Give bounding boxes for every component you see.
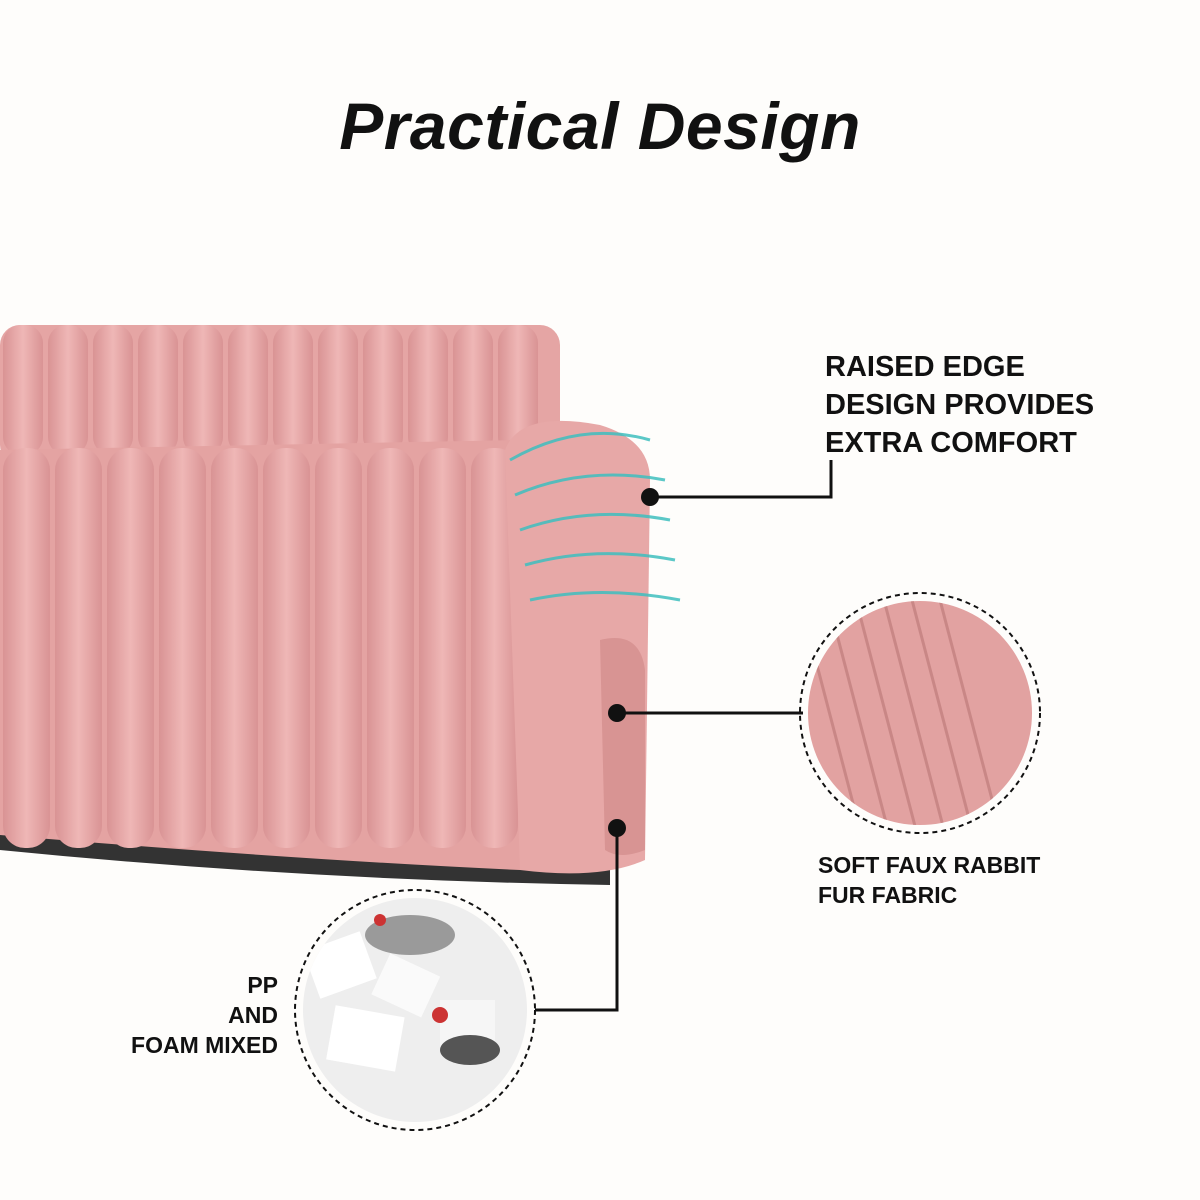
fabric-rib — [688, 600, 748, 830]
seat-rib — [107, 448, 154, 848]
callout-line: SOFT FAUX RABBIT — [818, 852, 1041, 878]
seat-rib — [3, 448, 50, 848]
callout-filling: PP AND FOAM MIXED — [100, 970, 278, 1060]
callout-connector-fabric — [608, 704, 803, 722]
callout-raised-edge: RAISED EDGE DESIGN PROVIDES EXTRA COMFOR… — [825, 348, 1094, 462]
callout-line: DESIGN PROVIDES — [825, 389, 1095, 421]
callout-line: EXTRA COMFORT — [825, 427, 1077, 459]
back-rib — [48, 325, 88, 455]
back-rib — [3, 325, 43, 455]
back-rib — [408, 325, 448, 455]
seat-rib — [367, 448, 414, 848]
back-rib — [318, 325, 358, 455]
back-rib — [138, 325, 178, 455]
back-rib — [363, 325, 403, 455]
seat-rib — [159, 448, 206, 848]
callout-line: AND — [228, 1002, 278, 1028]
callout-line: RAISED EDGE — [825, 351, 1025, 383]
back-rib — [453, 325, 493, 455]
sofa-seat — [0, 440, 520, 870]
back-rib — [183, 325, 223, 455]
fabric-rib — [854, 601, 918, 825]
sofa-arm — [505, 420, 650, 874]
back-rib — [498, 325, 538, 455]
callout-line: FOAM MIXED — [131, 1032, 278, 1058]
seat-rib — [315, 448, 362, 848]
comfort-arcs-icon — [509, 431, 681, 602]
fabric-rib — [744, 600, 804, 830]
back-rib — [273, 325, 313, 455]
seat-rib — [419, 448, 466, 848]
filling-closeup — [294, 889, 536, 1131]
callout-line: FUR FABRIC — [818, 882, 958, 908]
seat-rib — [471, 448, 518, 848]
fabric-rib — [716, 600, 776, 830]
seat-rib — [211, 448, 258, 848]
back-rib — [93, 325, 133, 455]
fabric-rib — [660, 600, 720, 830]
sofa-back — [0, 325, 560, 465]
fabric-rib — [910, 601, 974, 825]
fabric-rib — [882, 601, 946, 825]
page-title: Practical Design — [339, 89, 861, 163]
fabric-rib — [808, 601, 862, 825]
callout-fabric: SOFT FAUX RABBIT FUR FABRIC — [818, 850, 1040, 910]
seat-rib — [55, 448, 102, 848]
callout-connector-raised-edge — [641, 460, 833, 506]
seat-rib — [263, 448, 310, 848]
callout-line: PP — [247, 972, 278, 998]
callout-connector-filling — [535, 819, 626, 1012]
back-rib — [228, 325, 268, 455]
